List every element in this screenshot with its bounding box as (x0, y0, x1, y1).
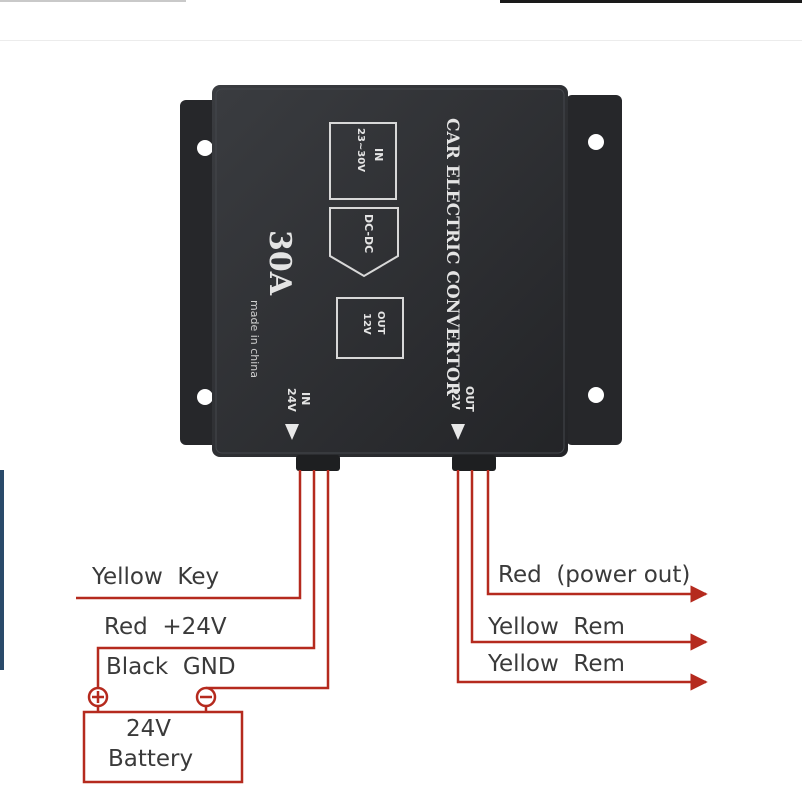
wire-yellow-key (76, 470, 302, 600)
dc-dc-label: DC-DC (362, 214, 375, 253)
top-line-left (0, 0, 186, 2)
mount-hole (588, 387, 604, 403)
label-red-24v: Red +24V (104, 614, 227, 640)
in-port-arrow-icon (285, 424, 299, 440)
in-range-box (329, 122, 397, 200)
circle-plus-icon (87, 686, 109, 708)
dc-dc-arrow-box (329, 207, 399, 278)
wire-yellow-rem-2 (456, 470, 708, 691)
out-box-title: OUT (375, 311, 386, 335)
wire-yellow-rem-1 (470, 470, 708, 651)
battery-voltage-label: 24V (126, 716, 172, 742)
converter-housing (212, 85, 568, 457)
label-yellow-rem-1: Yellow Rem (488, 614, 625, 640)
out-port-voltage: 12V (449, 386, 462, 410)
wire-red-power-out (486, 470, 708, 603)
origin-text: made in china (248, 300, 261, 378)
output-cable-gland (452, 455, 496, 471)
label-red-power-out: Red (power out) (498, 562, 691, 588)
label-yellow-rem-2: Yellow Rem (488, 651, 625, 677)
out-port-title: OUT (463, 386, 476, 412)
in-port-voltage: 24V (285, 388, 298, 412)
circle-minus-icon (195, 686, 217, 708)
input-cable-gland (296, 455, 340, 471)
wire-black-gnd (206, 470, 330, 690)
housing-edge (215, 88, 565, 454)
battery-box (82, 710, 244, 784)
battery-name-label: Battery (108, 746, 194, 772)
top-line-right (500, 0, 802, 3)
mount-hole (588, 134, 604, 150)
in-port-title: IN (299, 392, 312, 405)
out-box-voltage: 12V (361, 313, 372, 335)
mount-hole (197, 140, 213, 156)
out-port-arrow-icon (451, 424, 465, 440)
in-box-title: IN (372, 148, 385, 161)
wire-red-24v (96, 470, 316, 692)
brand-text: CAR ELECTRIC CONVERTOR (442, 118, 462, 397)
out-voltage-box (336, 297, 404, 359)
left-edge (0, 470, 4, 670)
top-strip (0, 0, 802, 41)
in-box-range: 23~30V (355, 128, 366, 172)
label-yellow-key: Yellow Key (92, 564, 220, 590)
mount-hole (197, 389, 213, 405)
label-black-gnd: Black GND (106, 654, 236, 680)
right-flange (566, 95, 622, 445)
rating-text: 30A (262, 230, 297, 296)
